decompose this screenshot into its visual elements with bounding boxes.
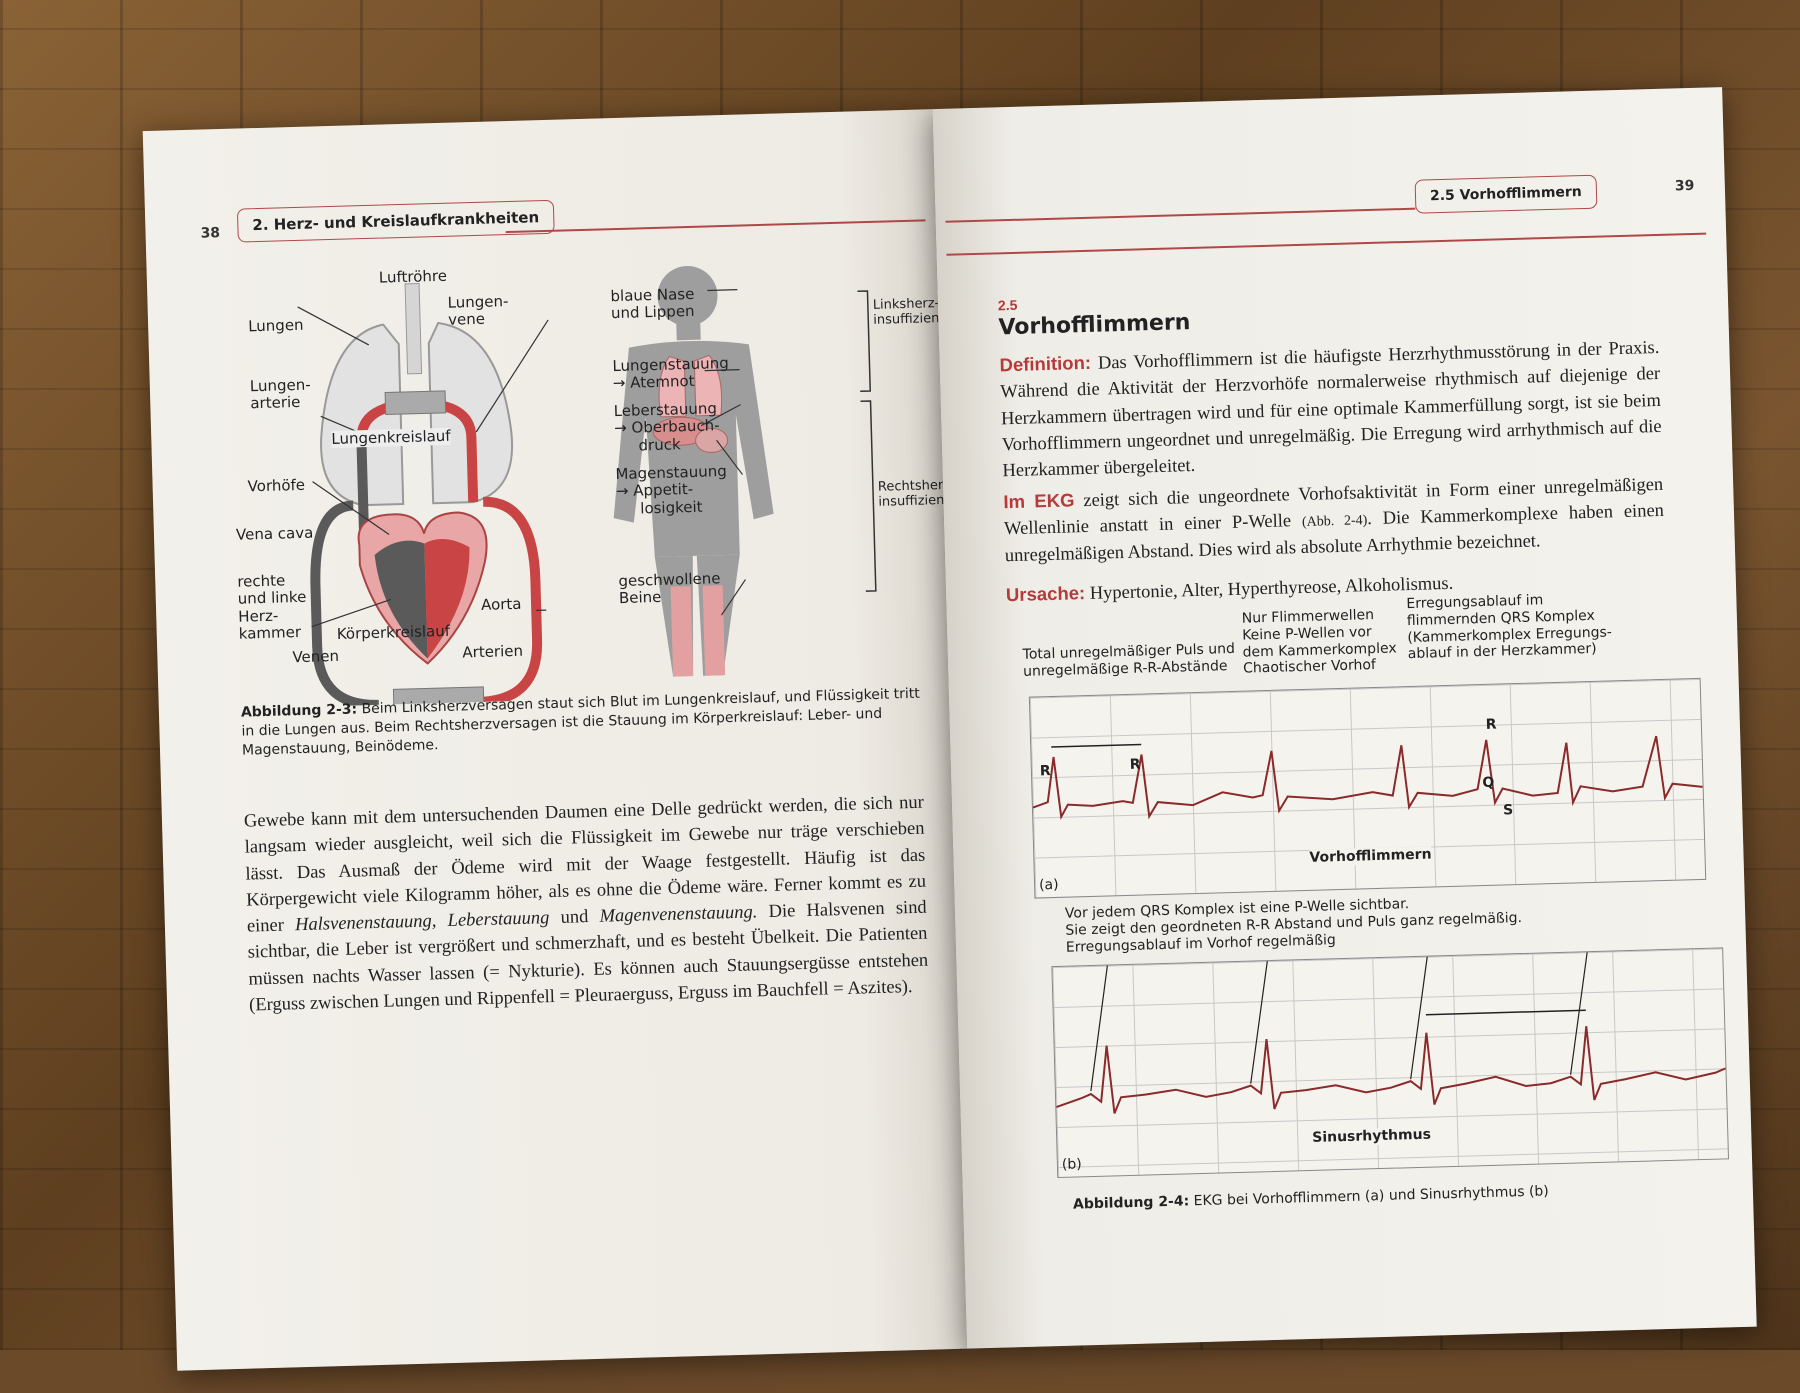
trachea-shape — [405, 284, 422, 374]
bracket-rechts — [861, 401, 876, 591]
ekg-a-note-1: Total unregelmäßiger Puls und unregelmäß… — [1022, 641, 1235, 681]
header-rule — [946, 208, 1416, 223]
header-rule-lower — [946, 233, 1706, 256]
ekg-a-r-label-2: R — [1130, 757, 1141, 774]
label-lungenstauung: Lungenstauung → Atemnot — [612, 355, 729, 393]
open-book: 38 2. Herz- und Kreislaufkrankheiten — [63, 87, 1758, 1393]
label-vena-cava: Vena cava — [236, 525, 314, 544]
figure-caption-2-4: Abbildung 2-4: EKG bei Vorhofflimmern (a… — [1073, 1179, 1673, 1215]
label-vorhoefe: Vorhöfe — [247, 477, 305, 496]
bracket-links — [857, 291, 870, 391]
label-koerperkreislauf: Körperkreislauf — [337, 623, 451, 643]
rr-interval-marker — [1051, 745, 1141, 748]
definition-paragraph: Definition: Das Vorhofflimmern ist die h… — [999, 334, 1662, 485]
ekg-b-chart: Sinusrhythmus (b) — [1051, 947, 1729, 1178]
label-herzkammer: rechte und linke Herz- kammer — [237, 572, 307, 643]
rr-interval-marker — [1426, 1010, 1586, 1014]
ekg-b-pointer-lines — [1087, 952, 1590, 1091]
label-lungen: Lungen — [248, 317, 304, 336]
caption-label: Abbildung 2-4: — [1073, 1193, 1190, 1212]
ekg-b-waveform — [1054, 1022, 1726, 1115]
label-magenstauung: Magenstauung → Appetit- losigkeit — [615, 463, 728, 518]
ekg-a-note-2: Nur Flimmerwellen Keine P-Wellen vor dem… — [1242, 606, 1398, 677]
body-text: und — [549, 907, 600, 928]
ekg-a-tag: (a) — [1039, 877, 1059, 894]
ekg-a-r-label-3: R — [1486, 717, 1497, 734]
ekg-a-title: Vorhofflimmern — [1309, 846, 1432, 866]
caption-label: Abbildung 2-3: — [241, 701, 358, 720]
label-blaue-nase: blaue Nase und Lippen — [610, 286, 695, 323]
section-number: 2.5 — [998, 297, 1018, 314]
label-lungenvene: Lungen- vene — [447, 293, 509, 329]
ekg-b-title: Sinusrhythmus — [1312, 1127, 1431, 1147]
ekg-a-waveform — [1031, 734, 1703, 820]
ekg-b-note: Vor jedem QRS Komplex ist eine P-Welle s… — [1065, 893, 1523, 956]
label-leberstauung: Leberstauung → Oberbauch- druck — [613, 400, 720, 455]
label-venen: Venen — [292, 648, 339, 667]
definition-text: Das Vorhofflimmern ist die häufigste Her… — [1000, 338, 1662, 481]
ekg-paragraph: Im EKG zeigt sich die ungeordnete Vorhof… — [1003, 471, 1665, 569]
label-lungenkreislauf: Lungenkreislauf — [331, 428, 451, 449]
page-38: 38 2. Herz- und Kreislaufkrankheiten — [143, 109, 967, 1371]
body-italic: Halsvenenstauung, Leberstauung — [295, 908, 550, 935]
label-aorta: Aorta — [481, 596, 522, 614]
ekg-b-tag: (b) — [1062, 1156, 1082, 1173]
ursache-label: Ursache: — [1006, 582, 1086, 605]
label-arterien: Arterien — [462, 643, 523, 662]
section-header: 2.5 Vorhofflimmern — [1415, 175, 1598, 214]
chapter-header-text: 2. Herz- und Kreislaufkrankheiten — [252, 208, 539, 234]
page-number: 38 — [200, 225, 220, 242]
chapter-header: 2. Herz- und Kreislaufkrankheiten — [237, 200, 555, 243]
capillary-bed-top — [385, 391, 446, 415]
page-39: 2.5 Vorhofflimmern 39 2.5 Vorhofflimmern… — [932, 87, 1756, 1349]
header-rule — [506, 219, 926, 232]
figure-heart-circulation — [207, 249, 939, 709]
ekg-a-chart: R R R S Q Vorhofflimmern (a) — [1029, 678, 1706, 899]
section-title: Vorhofflimmern — [998, 310, 1191, 340]
body-italic: Magenvenenstauung. — [599, 902, 757, 926]
definition-label: Definition: — [999, 352, 1091, 376]
section-header-text: 2.5 Vorhofflimmern — [1430, 184, 1582, 204]
label-lungenarterie: Lungen- arterie — [250, 377, 312, 413]
ekg-a-s-label: S — [1503, 802, 1514, 819]
ursache-text: Hypertonie, Alter, Hyperthyreose, Alkoho… — [1085, 574, 1454, 604]
ekg-a-r-label-1: R — [1040, 763, 1051, 780]
label-luftroehre: Luftröhre — [379, 268, 448, 287]
body-paragraph: Gewebe kann mit dem untersuchenden Daume… — [244, 790, 930, 1019]
page-number: 39 — [1675, 178, 1695, 195]
ekg-label: Im EKG — [1003, 489, 1075, 512]
label-beine: geschwollene Beine — [618, 570, 721, 607]
ekg-a-q-label: Q — [1482, 775, 1494, 792]
label-linksherzinsuffizienz: Linksherz- insuffizienz — [873, 297, 947, 329]
ekg-a-note-3: Erregungsablauf im flimmernden QRS Kompl… — [1406, 590, 1612, 663]
figure-reference: (Abb. 2-4) — [1302, 513, 1368, 530]
caption-text: EKG bei Vorhofflimmern (a) und Sinusrhyt… — [1189, 1183, 1549, 1209]
